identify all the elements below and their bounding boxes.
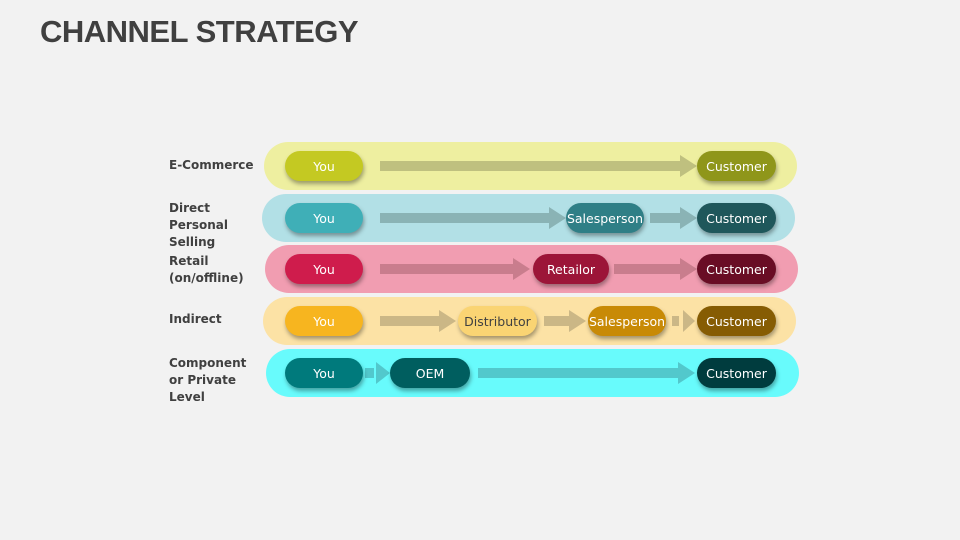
arrow (650, 207, 697, 229)
row-label-component-private-level: Component or Private Level (169, 356, 247, 404)
node-you: You (285, 306, 363, 336)
arrow (478, 362, 695, 384)
node-customer: Customer (697, 306, 776, 336)
node-customer: Customer (697, 358, 776, 388)
row-label-ecommerce: E-Commerce (169, 158, 254, 172)
node-you: You (285, 151, 363, 181)
row-label-direct-personal-selling: Direct Personal Selling (169, 201, 228, 249)
node-distributor: Distributor (458, 306, 537, 336)
node-salesperson: Salesperson (588, 306, 666, 336)
row-label-indirect: Indirect (169, 312, 222, 326)
arrow (380, 310, 456, 332)
node-you: You (285, 203, 363, 233)
page-title: CHANNEL STRATEGY (40, 14, 359, 49)
node-oem: OEM (390, 358, 470, 388)
node-retailor: Retailor (533, 254, 609, 284)
arrow (672, 310, 695, 332)
node-salesperson: Salesperson (566, 203, 644, 233)
node-customer: Customer (697, 254, 776, 284)
arrow (614, 258, 697, 280)
node-customer: Customer (697, 203, 776, 233)
node-customer: Customer (697, 151, 776, 181)
arrow (380, 258, 530, 280)
arrow (380, 155, 697, 177)
row-label-retail: Retail (on/offline) (169, 254, 244, 285)
node-you: You (285, 358, 363, 388)
arrow (544, 310, 586, 332)
arrow (365, 362, 390, 384)
node-you: You (285, 254, 363, 284)
arrow (380, 207, 566, 229)
